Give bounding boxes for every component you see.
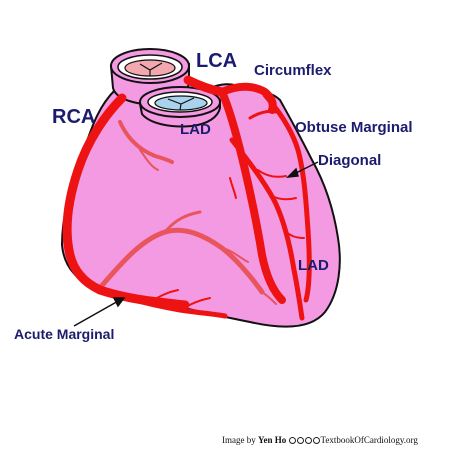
lad-vessel [218, 88, 286, 304]
label-diagonal: Diagonal [318, 152, 381, 169]
credit-author: Yen Ho [258, 435, 287, 445]
coronary-arteries [62, 75, 312, 321]
label-lad-bottom: LAD [298, 257, 329, 274]
label-lca: LCA [196, 50, 237, 72]
credit-prefix: Image by [222, 435, 256, 445]
credit-site: TextbookOfCardiology.org [320, 435, 418, 445]
label-rca: RCA [52, 106, 95, 128]
diagonal-vessel [229, 137, 305, 321]
label-circumflex: Circumflex [254, 62, 332, 79]
label-obtuse-marginal: Obtuse Marginal [295, 119, 413, 136]
pulmonary-trunk [138, 86, 221, 128]
cc-license-icon [288, 435, 321, 445]
posterior-branches [95, 120, 277, 305]
label-acute-marginal: Acute Marginal [14, 326, 114, 342]
image-credit: Image by Yen Ho TextbookOfCardiology.org [222, 435, 418, 445]
label-lad-top: LAD [180, 121, 211, 138]
label-pointers [73, 161, 319, 327]
obtuse-marginal-vessel [262, 92, 312, 303]
